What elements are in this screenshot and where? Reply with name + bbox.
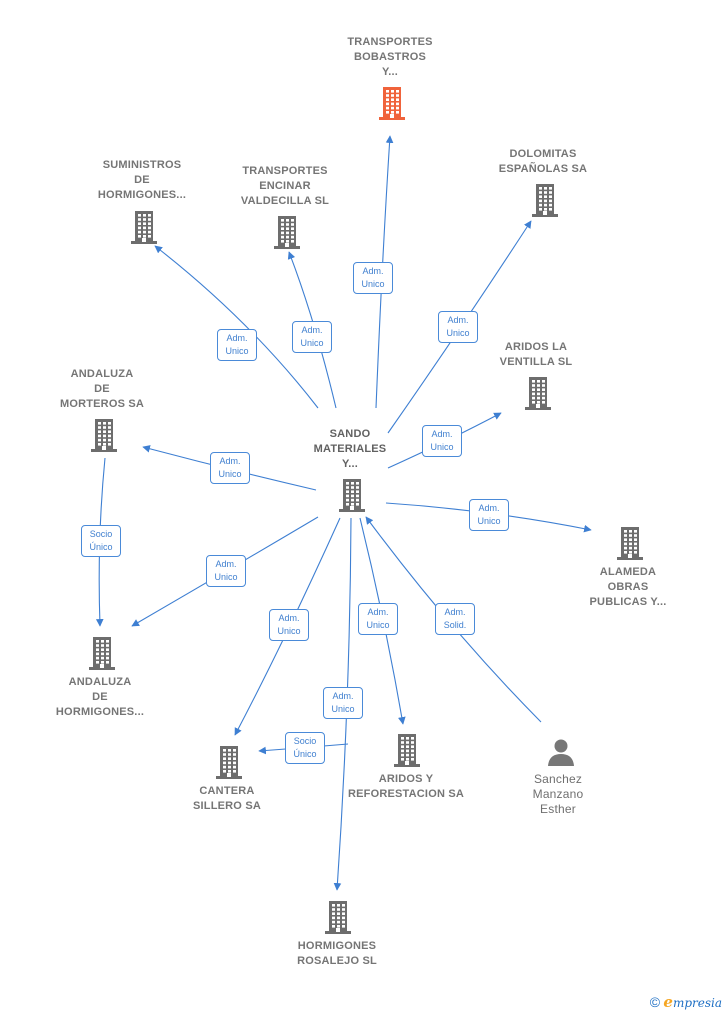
node-label: CANTERA SILLERO SA — [192, 785, 262, 812]
edge-label[interactable]: Adm. Unico — [353, 262, 393, 294]
node-andaluza-morteros[interactable]: ANDALUZA DE MORTEROS SA — [60, 367, 144, 412]
edge-label[interactable]: Adm. Unico — [292, 321, 332, 353]
edge-label-line: Unico — [225, 346, 249, 356]
edge-label-line: Unico — [277, 626, 301, 636]
edge-label-line: Adm. — [278, 613, 300, 623]
building-icon[interactable] — [522, 376, 554, 415]
edge-label[interactable]: Adm. Unico — [469, 499, 509, 531]
edge-label-line: Único — [293, 749, 317, 759]
node-label: TRANSPORTES ENCINAR VALDECILLA SL — [240, 165, 330, 207]
edge-label-line: Unico — [218, 469, 242, 479]
edge-label[interactable]: Adm. Unico — [358, 603, 398, 635]
edge-label-line: Unico — [446, 328, 470, 338]
edge-label[interactable]: Adm. Unico — [422, 425, 462, 457]
edge-label-line: Socio — [89, 529, 113, 539]
edge-label-line: Adm. — [367, 607, 389, 617]
node-aridos-reforestacion[interactable]: ARIDOS Y REFORESTACION SA — [348, 772, 464, 802]
node-label: HORMIGONES ROSALEJO SL — [297, 940, 377, 967]
edge-label-line: Adm. — [447, 315, 469, 325]
edge-label-line: Solid. — [443, 620, 467, 630]
building-icon[interactable] — [391, 733, 423, 772]
node-transportes-bobastros[interactable]: TRANSPORTES BOBASTROS Y... — [347, 35, 432, 80]
copyright-symbol: © — [649, 994, 661, 1010]
edge-label-line: Adm. — [301, 325, 323, 335]
node-transportes-encinar[interactable]: TRANSPORTES ENCINAR VALDECILLA SL — [241, 164, 329, 209]
edge-label-line: Adm. — [431, 429, 453, 439]
building-icon[interactable] — [271, 215, 303, 254]
brand-logo-e: e — [663, 993, 673, 1011]
person-icon[interactable] — [546, 737, 576, 772]
node-andaluza-hormigones[interactable]: ANDALUZA DE HORMIGONES... — [56, 675, 144, 720]
node-sanchez[interactable]: Sanchez Manzano Esther — [533, 772, 584, 817]
edge-label-line: Unico — [214, 572, 238, 582]
edge-label[interactable]: Adm. Unico — [210, 452, 250, 484]
node-label: TRANSPORTES BOBASTROS Y... — [347, 36, 433, 78]
edge-label-line: Adm. — [478, 503, 500, 513]
node-hormigones-rosalejo[interactable]: HORMIGONES ROSALEJO SL — [297, 939, 377, 969]
edge-label-line: Adm. — [219, 456, 241, 466]
edge-label-line: Único — [89, 542, 113, 552]
node-aridos-ventilla[interactable]: ARIDOS LA VENTILLA SL — [500, 340, 573, 370]
node-alameda[interactable]: ALAMEDA OBRAS PUBLICAS Y... — [590, 565, 667, 610]
node-label: SANDO MATERIALES Y... — [313, 428, 387, 470]
building-icon[interactable] — [529, 183, 561, 222]
node-label: DOLOMITAS ESPAÑOLAS SA — [498, 148, 588, 175]
edge-sando-to-suministros — [154, 245, 319, 409]
brand-footer[interactable]: © empresia — [650, 993, 722, 1011]
edge-label[interactable]: Adm. Unico — [438, 311, 478, 343]
edge-label[interactable]: Adm. Unico — [269, 609, 309, 641]
edge-label-line: Unico — [361, 279, 385, 289]
edge-label[interactable]: Adm. Unico — [217, 329, 257, 361]
edge-label-line: Unico — [477, 516, 501, 526]
edge-label-line: Adm. — [332, 691, 354, 701]
brand-logo-text: mpresia — [672, 996, 722, 1010]
edge-label-line: Adm. — [226, 333, 248, 343]
building-icon[interactable] — [213, 745, 245, 784]
node-label: ARIDOS LA VENTILLA SL — [499, 341, 573, 368]
edge-label-line: Unico — [430, 442, 454, 452]
building-icon[interactable] — [336, 478, 368, 517]
node-label: ARIDOS Y REFORESTACION SA — [347, 773, 465, 800]
edge-label-line: Unico — [366, 620, 390, 630]
edge-label[interactable]: Adm. Solid. — [435, 603, 475, 635]
node-label: ANDALUZA DE HORMIGONES... — [55, 676, 145, 718]
edge-label-line: Unico — [331, 704, 355, 714]
node-suministros[interactable]: SUMINISTROS DE HORMIGONES... — [98, 158, 186, 203]
building-icon[interactable] — [322, 900, 354, 939]
edge-label[interactable]: Adm. Unico — [323, 687, 363, 719]
building-icon[interactable] — [376, 86, 408, 125]
building-icon[interactable] — [86, 636, 118, 675]
edge-label-line: Socio — [293, 736, 317, 746]
building-icon[interactable] — [128, 210, 160, 249]
edge-label-line: Adm. — [215, 559, 237, 569]
building-icon[interactable] — [614, 526, 646, 565]
edge-label-line: Adm. — [444, 607, 466, 617]
node-label: SUMINISTROS DE HORMIGONES... — [97, 159, 187, 201]
edge-label[interactable]: Adm. Unico — [206, 555, 246, 587]
edge-label-line: Unico — [300, 338, 324, 348]
building-icon[interactable] — [88, 418, 120, 457]
node-dolomitas[interactable]: DOLOMITAS ESPAÑOLAS SA — [499, 147, 587, 177]
node-label: Sanchez Manzano Esther — [532, 772, 584, 816]
node-label: ANDALUZA DE MORTEROS SA — [59, 368, 145, 410]
node-sando[interactable]: SANDO MATERIALES Y... — [314, 427, 387, 472]
edge-label-line: Adm. — [362, 266, 384, 276]
node-label: ALAMEDA OBRAS PUBLICAS Y... — [589, 566, 667, 608]
node-cantera[interactable]: CANTERA SILLERO SA — [193, 784, 261, 814]
